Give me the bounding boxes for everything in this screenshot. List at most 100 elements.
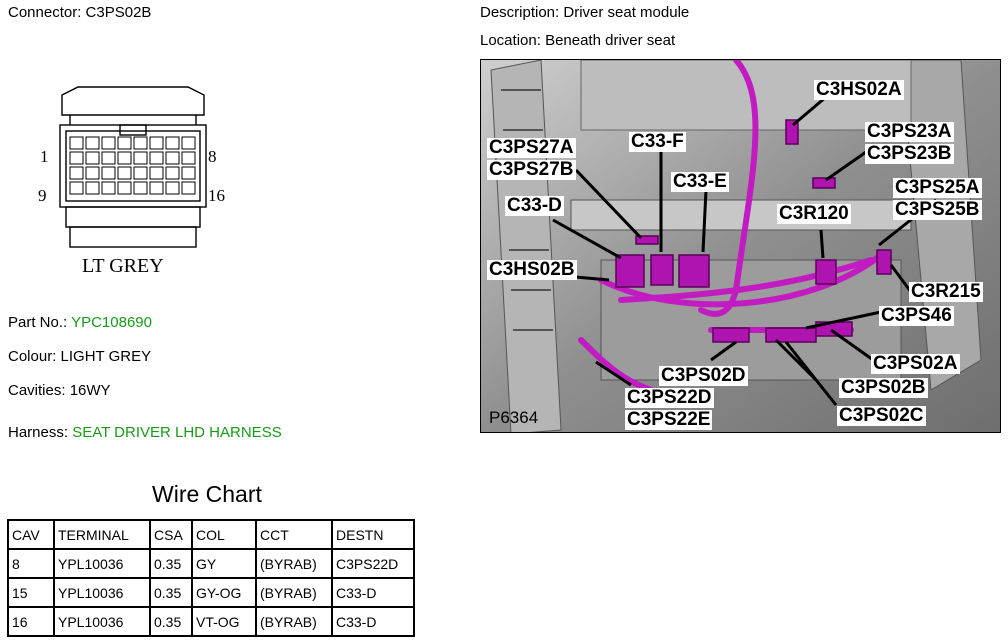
col-header: DESTN bbox=[331, 519, 415, 550]
label-C3PS22E: C3PS22E bbox=[625, 409, 713, 430]
label-C3PS46: C3PS46 bbox=[879, 305, 954, 326]
label-C3R120: C3R120 bbox=[777, 203, 851, 224]
pin-label-9: 9 bbox=[38, 186, 47, 205]
cavity-cell bbox=[101, 181, 116, 195]
table-header-row: CAV TERMINAL CSA COL CCT DESTN bbox=[7, 519, 415, 550]
col-header: CCT bbox=[255, 519, 333, 550]
location: Location: Beneath driver seat bbox=[480, 32, 675, 49]
table-cell: 16 bbox=[7, 606, 55, 637]
cavities-value: 16WY bbox=[69, 382, 111, 399]
label-C3HS02A: C3HS02A bbox=[814, 79, 904, 100]
table-cell: 15 bbox=[7, 577, 55, 608]
connector-drawing-icon: 1 8 9 16 LT GREY bbox=[38, 86, 225, 277]
label-C3PS22D: C3PS22D bbox=[625, 387, 714, 408]
table-cell: YPL10036 bbox=[53, 548, 151, 579]
label-C3PS23B: C3PS23B bbox=[865, 143, 954, 164]
cavity-cell bbox=[101, 166, 116, 180]
connector-title: Connector: C3PS02B bbox=[8, 4, 151, 21]
pin-label-1: 1 bbox=[40, 147, 49, 166]
wire-chart-title: Wire Chart bbox=[152, 481, 262, 507]
label-C3PS02D: C3PS02D bbox=[659, 365, 748, 386]
colour: Colour: LIGHT GREY bbox=[8, 348, 151, 365]
label-C3PS02A: C3PS02A bbox=[871, 353, 960, 374]
cavity-cell bbox=[165, 181, 180, 195]
col-header: TERMINAL bbox=[53, 519, 151, 550]
table-cell: (BYRAB) bbox=[255, 606, 333, 637]
cavity-cell bbox=[133, 151, 148, 165]
cavity-cell bbox=[149, 181, 164, 195]
table-cell: GY-OG bbox=[191, 577, 257, 608]
cavity-cell bbox=[69, 136, 84, 150]
table-cell: 8 bbox=[7, 548, 55, 579]
wire-chart-table: CAV TERMINAL CSA COL CCT DESTN 8 YPL1003… bbox=[7, 519, 415, 637]
label-C3PS23A: C3PS23A bbox=[865, 121, 954, 142]
table-cell: 0.35 bbox=[149, 548, 193, 579]
part-number-label: Part No.: bbox=[8, 314, 68, 331]
seat-photo: P6364 C3HS02A C3PS23A C3PS23B C3PS27A C3… bbox=[480, 59, 1001, 433]
colour-label: Colour: bbox=[8, 348, 57, 365]
cavity-cell bbox=[85, 136, 100, 150]
table-row: 16 YPL10036 0.35 VT-OG (BYRAB) C33-D bbox=[7, 606, 415, 637]
table-row: 15 YPL10036 0.35 GY-OG (BYRAB) C33-D bbox=[7, 577, 415, 608]
label-C3PS27B: C3PS27B bbox=[487, 159, 576, 180]
table-row: 8 YPL10036 0.35 GY (BYRAB) C3PS22D bbox=[7, 548, 415, 579]
cavity-cell bbox=[117, 166, 132, 180]
part-number-link[interactable]: YPC108690 bbox=[71, 314, 152, 331]
cavity-cell bbox=[149, 166, 164, 180]
photo-id: P6364 bbox=[489, 408, 538, 427]
harness-link[interactable]: SEAT DRIVER LHD HARNESS bbox=[72, 424, 282, 441]
table-cell: C3PS22D bbox=[331, 548, 415, 579]
cavity-cell bbox=[181, 136, 196, 150]
label-C3R215: C3R215 bbox=[909, 281, 983, 302]
col-header: CAV bbox=[7, 519, 55, 550]
table-cell: (BYRAB) bbox=[255, 548, 333, 579]
cavity-cell bbox=[117, 151, 132, 165]
connector-caption: LT GREY bbox=[82, 255, 164, 277]
harness-label: Harness: bbox=[8, 424, 69, 441]
part-number: Part No.: YPC108690 bbox=[8, 314, 152, 331]
cavity-cell bbox=[133, 181, 148, 195]
description: Description: Driver seat module bbox=[480, 4, 689, 21]
label-C3HS02B: C3HS02B bbox=[487, 259, 577, 280]
cavity-cell bbox=[69, 181, 84, 195]
cavity-cell bbox=[133, 166, 148, 180]
cavity-cell bbox=[165, 166, 180, 180]
cavity-cell bbox=[101, 151, 116, 165]
connector-label: Connector: bbox=[8, 4, 82, 21]
table-cell: C33-D bbox=[331, 606, 415, 637]
label-C33-F: C33-F bbox=[629, 131, 686, 152]
pin-label-16: 16 bbox=[208, 186, 225, 205]
cavity-cell bbox=[165, 151, 180, 165]
cavity-cell bbox=[69, 151, 84, 165]
label-C3PS27A: C3PS27A bbox=[487, 137, 576, 158]
cavity-cell bbox=[85, 181, 100, 195]
cavity-cell bbox=[85, 151, 100, 165]
label-C3PS25A: C3PS25A bbox=[893, 177, 982, 198]
cavity-cell bbox=[181, 181, 196, 195]
table-cell: YPL10036 bbox=[53, 577, 151, 608]
label-C33-E: C33-E bbox=[671, 171, 729, 192]
label-C3PS02C: C3PS02C bbox=[837, 405, 926, 426]
table-cell: GY bbox=[191, 548, 257, 579]
table-cell: YPL10036 bbox=[53, 606, 151, 637]
cavity-cell bbox=[85, 166, 100, 180]
cavity-cell bbox=[69, 166, 84, 180]
col-header: COL bbox=[191, 519, 257, 550]
cavities-label: Cavities: bbox=[8, 382, 66, 399]
table-cell: 0.35 bbox=[149, 606, 193, 637]
label-C3PS25B: C3PS25B bbox=[893, 199, 982, 220]
colour-value: LIGHT GREY bbox=[60, 348, 152, 365]
harness: Harness: SEAT DRIVER LHD HARNESS bbox=[8, 424, 282, 441]
label-C33-D: C33-D bbox=[505, 195, 564, 216]
location-value: Beneath driver seat bbox=[545, 32, 676, 49]
description-label: Description: bbox=[480, 4, 560, 21]
location-label: Location: bbox=[480, 32, 541, 49]
cavity-cell bbox=[149, 136, 164, 150]
pin-label-8: 8 bbox=[208, 147, 217, 166]
description-value: Driver seat module bbox=[563, 4, 690, 21]
col-header: CSA bbox=[149, 519, 193, 550]
cavity-cell bbox=[181, 151, 196, 165]
table-cell: C33-D bbox=[331, 577, 415, 608]
cavities: Cavities: 16WY bbox=[8, 382, 111, 399]
cavity-cell bbox=[101, 136, 116, 150]
